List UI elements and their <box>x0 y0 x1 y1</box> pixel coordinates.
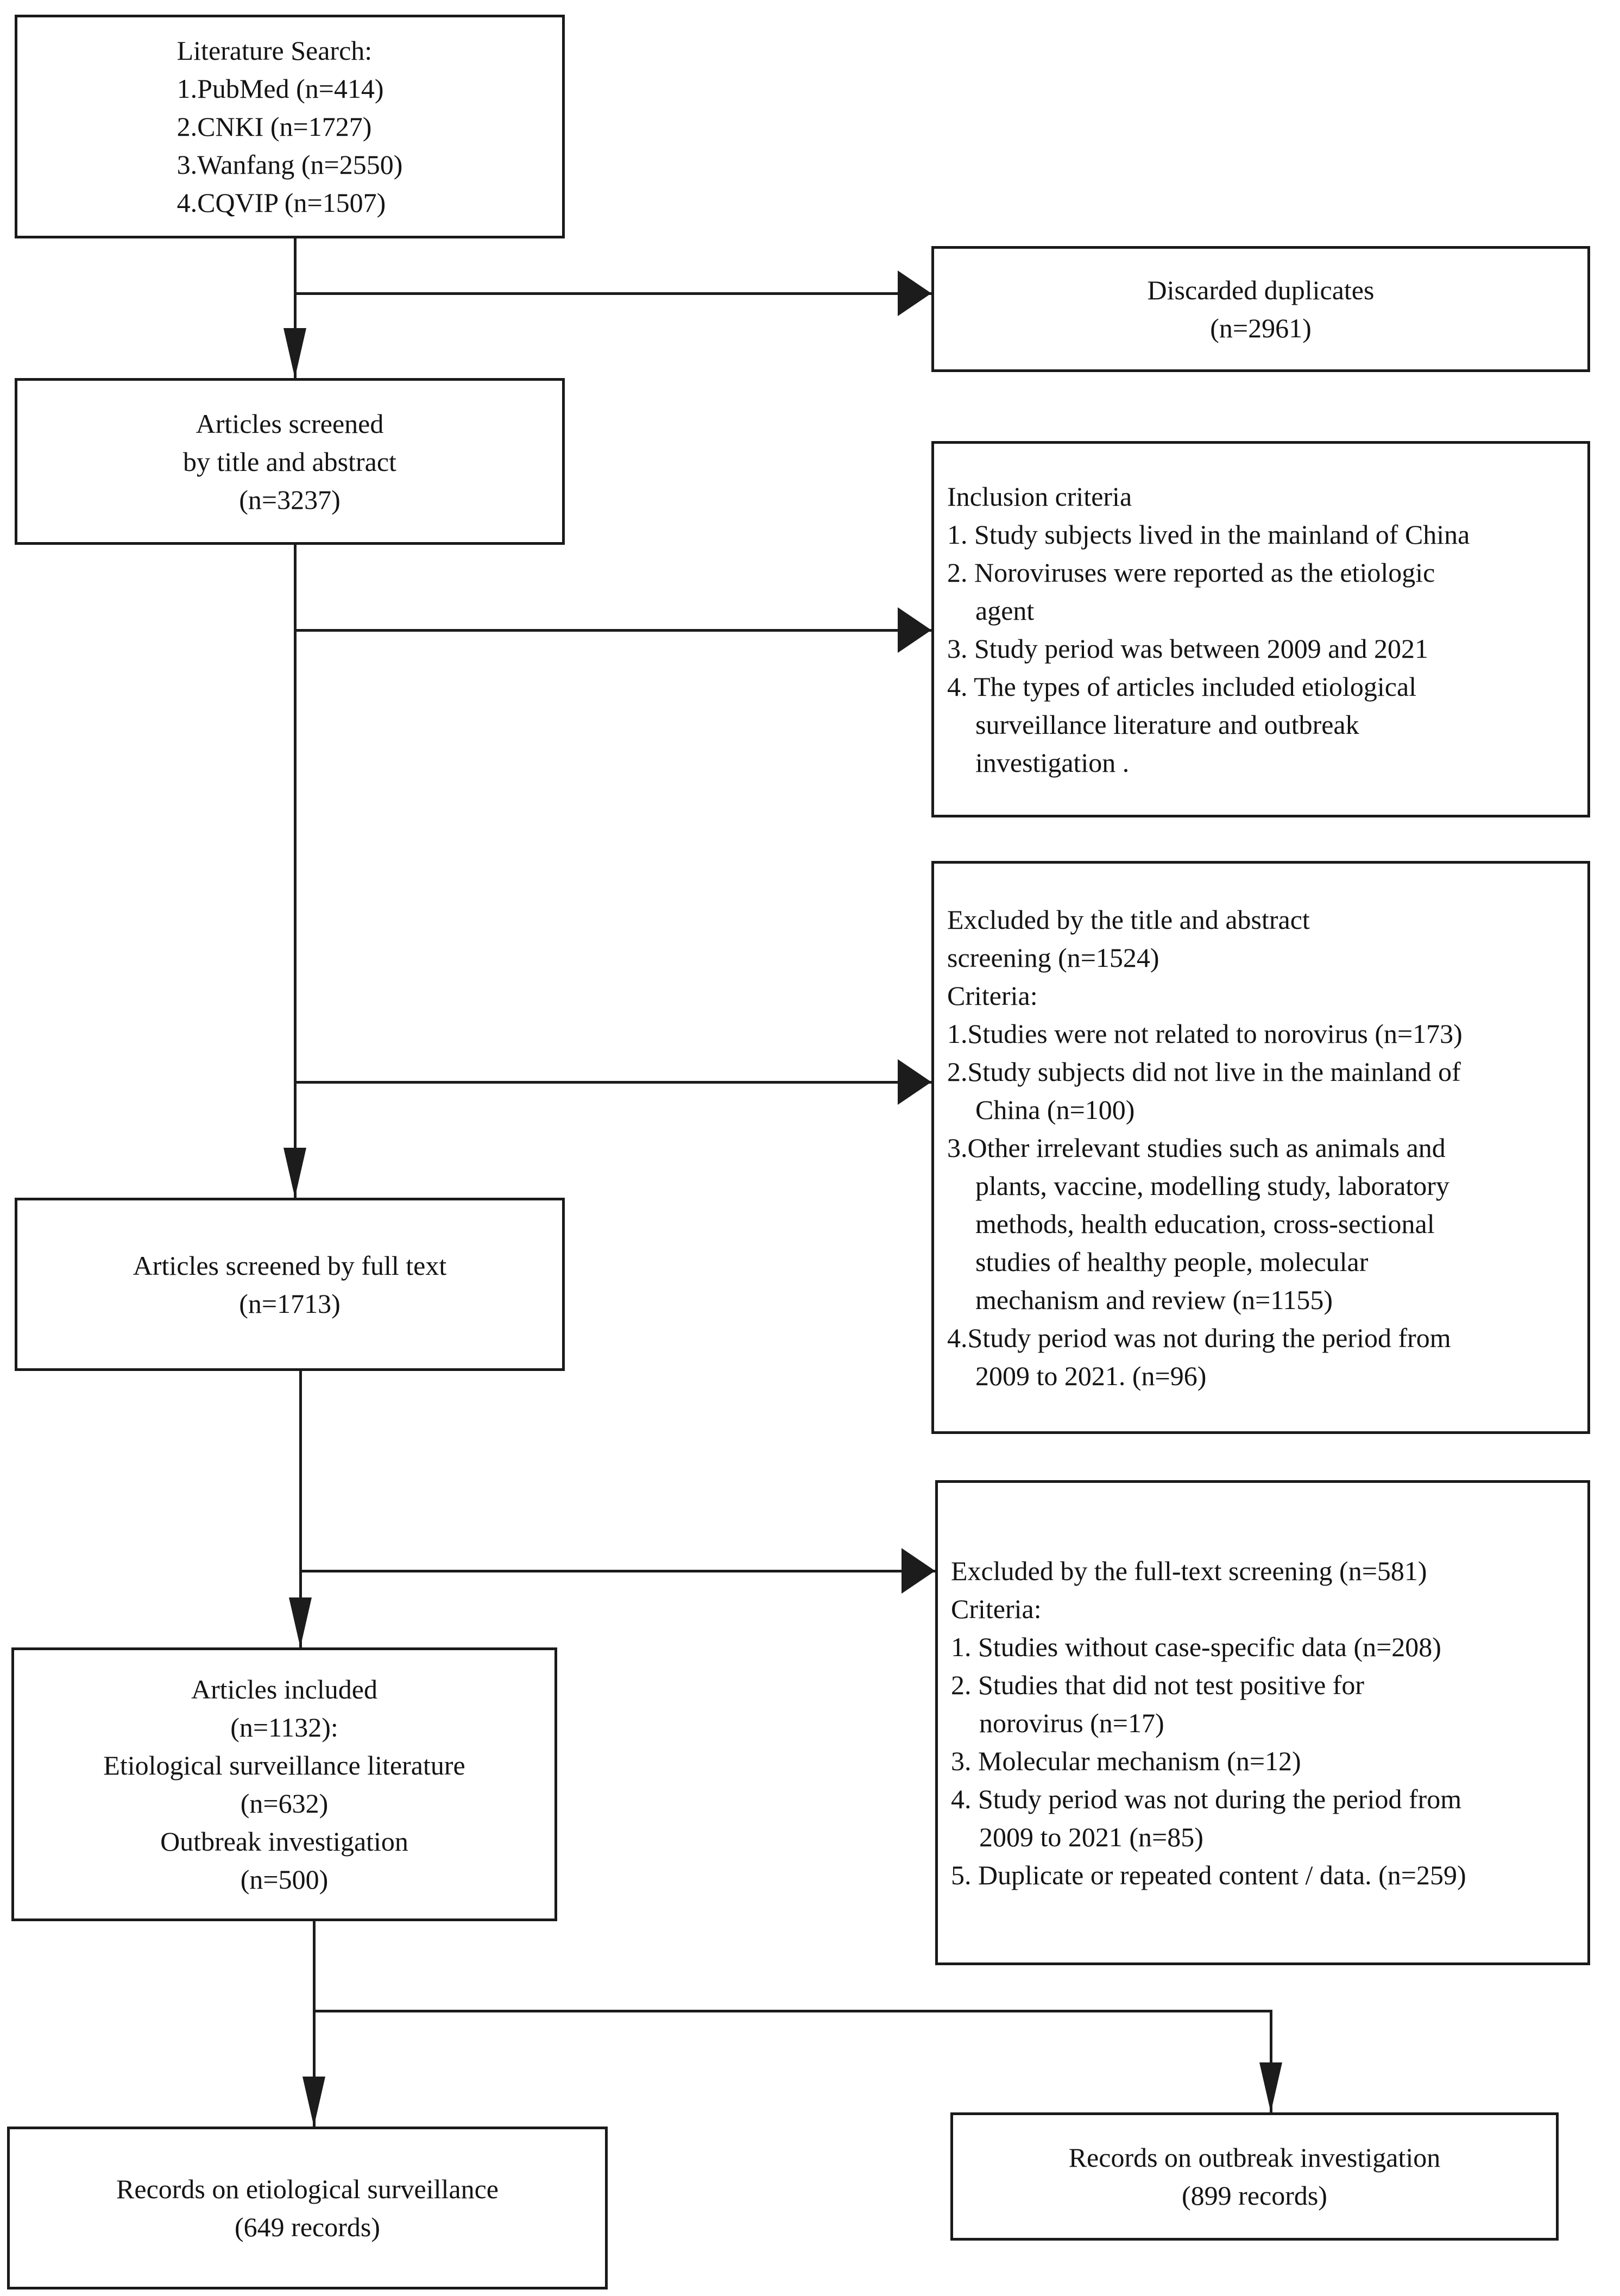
box-line: 1. Studies without case-specific data (n… <box>951 1631 1441 1662</box>
box-excluded-title-abstract: Excluded by the title and abstract scree… <box>931 861 1590 1434</box>
box-line: 4. The types of articles included etiolo… <box>947 671 1417 702</box>
box-line: 1. Study subjects lived in the mainland … <box>947 519 1470 550</box>
connector-split-to-records-right <box>1270 2010 1272 2112</box>
box-line: Etiological surveillance literature <box>103 1750 465 1781</box>
box-line: Inclusion criteria <box>947 481 1132 512</box>
connector-branch-excluded-title <box>294 1081 931 1084</box>
connector-branch-excluded-fulltext <box>299 1570 935 1572</box>
box-line: Excluded by the title and abstract <box>947 904 1310 935</box>
connector-branch-discarded <box>294 292 931 295</box>
box-line: 3.Other irrelevant studies such as anima… <box>947 1132 1446 1163</box>
box-line: investigation . <box>975 747 1130 778</box>
box-line: Articles included <box>191 1674 377 1704</box>
box-screened-title-abstract: Articles screened by title and abstract … <box>15 378 565 545</box>
box-discarded-duplicates: Discarded duplicates (n=2961) <box>931 246 1590 372</box>
box-text-block: Literature Search: 1.PubMed (n=414) 2.CN… <box>177 32 403 222</box>
box-line: Criteria: <box>947 980 1038 1011</box>
box-line: 2.Study subjects did not live in the mai… <box>947 1056 1461 1087</box>
box-line: China (n=100) <box>975 1094 1135 1125</box>
box-line: 5. Duplicate or repeated content / data.… <box>951 1859 1466 1890</box>
box-line: 2. Noroviruses were reported as the etio… <box>947 557 1435 588</box>
box-line: Articles screened <box>196 408 384 439</box>
box-line: by title and abstract <box>183 446 396 477</box>
box-line: 4.CQVIP (n=1507) <box>177 187 386 218</box>
box-inclusion-criteria: Inclusion criteria 1. Study subjects liv… <box>931 441 1590 817</box>
box-line: Discarded duplicates <box>1147 275 1375 305</box>
box-line: studies of healthy people, molecular <box>975 1246 1369 1277</box>
box-line: 4.Study period was not during the period… <box>947 1322 1451 1353</box>
box-records-outbreak-investigation: Records on outbreak investigation (899 r… <box>950 2112 1559 2241</box>
connector-branch-inclusion <box>294 629 931 632</box>
box-line: 3. Study period was between 2009 and 202… <box>947 633 1428 664</box>
connector-bottom-split <box>313 2010 1272 2012</box>
box-line: 2. Studies that did not test positive fo… <box>951 1669 1365 1700</box>
arrowhead-down-into-records-right-icon <box>1259 2062 1282 2112</box>
box-line: methods, health education, cross-section… <box>975 1208 1435 1239</box>
arrowhead-down-into-screened-icon <box>283 328 306 378</box>
box-line: 3. Molecular mechanism (n=12) <box>951 1745 1301 1776</box>
box-line: (n=632) <box>240 1788 329 1819</box>
box-line: surveillance literature and outbreak <box>975 709 1359 740</box>
box-line: agent <box>975 595 1035 626</box>
box-articles-included: Articles included (n=1132): Etiological … <box>11 1647 557 1921</box>
box-line: (n=1713) <box>239 1288 341 1319</box>
connector-fulltext-to-included <box>299 1371 302 1647</box>
box-line: mechanism and review (n=1155) <box>975 1284 1333 1315</box>
arrowhead-down-into-fulltext-icon <box>283 1148 306 1198</box>
connector-search-to-screened <box>294 238 297 378</box>
arrowhead-right-into-excluded-title-icon <box>898 1059 931 1105</box>
arrowhead-right-into-discarded-icon <box>898 271 931 316</box>
box-literature-search: Literature Search: 1.PubMed (n=414) 2.CN… <box>15 15 565 238</box>
box-line: Records on outbreak investigation <box>1068 2142 1441 2173</box>
box-line: norovirus (n=17) <box>979 1707 1164 1738</box>
connector-screened-to-fulltext <box>294 545 297 1198</box>
box-line: Outbreak investigation <box>160 1826 408 1857</box>
box-line: 1.PubMed (n=414) <box>177 73 384 104</box>
box-line: 1.Studies were not related to norovirus … <box>947 1018 1463 1049</box>
box-line: plants, vaccine, modelling study, labora… <box>975 1170 1449 1201</box>
box-line: screening (n=1524) <box>947 942 1159 973</box>
box-records-etiological-surveillance: Records on etiological surveillance (649… <box>7 2127 608 2289</box>
box-line: Criteria: <box>951 1593 1042 1624</box>
box-line: 4. Study period was not during the perio… <box>951 1783 1462 1814</box>
connector-included-to-records-left <box>313 1921 316 2127</box>
box-line: (899 records) <box>1182 2180 1327 2211</box>
box-line: (649 records) <box>235 2212 380 2242</box>
box-line: 2.CNKI (n=1727) <box>177 111 372 142</box>
box-line: (n=1132): <box>230 1712 338 1743</box>
box-excluded-full-text: Excluded by the full-text screening (n=5… <box>935 1480 1590 1965</box>
box-line: 2009 to 2021 (n=85) <box>979 1821 1203 1852</box>
arrowhead-right-into-excluded-fulltext-icon <box>902 1548 935 1594</box>
box-line: Articles screened by full text <box>133 1250 447 1281</box>
box-screened-full-text: Articles screened by full text (n=1713) <box>15 1198 565 1371</box>
box-line: (n=500) <box>240 1864 329 1895</box>
box-line: Excluded by the full-text screening (n=5… <box>951 1555 1427 1586</box>
arrowhead-right-into-inclusion-icon <box>898 607 931 653</box>
box-line: (n=3237) <box>239 484 341 515</box>
box-line: (n=2961) <box>1210 313 1312 343</box>
box-line: Records on etiological surveillance <box>116 2174 499 2204</box>
arrowhead-down-into-records-left-icon <box>302 2077 325 2127</box>
box-line: 3.Wanfang (n=2550) <box>177 149 403 180</box>
box-line: 2009 to 2021. (n=96) <box>975 1360 1207 1391</box>
arrowhead-down-into-included-icon <box>289 1597 312 1647</box>
box-line: Literature Search: <box>177 35 373 66</box>
